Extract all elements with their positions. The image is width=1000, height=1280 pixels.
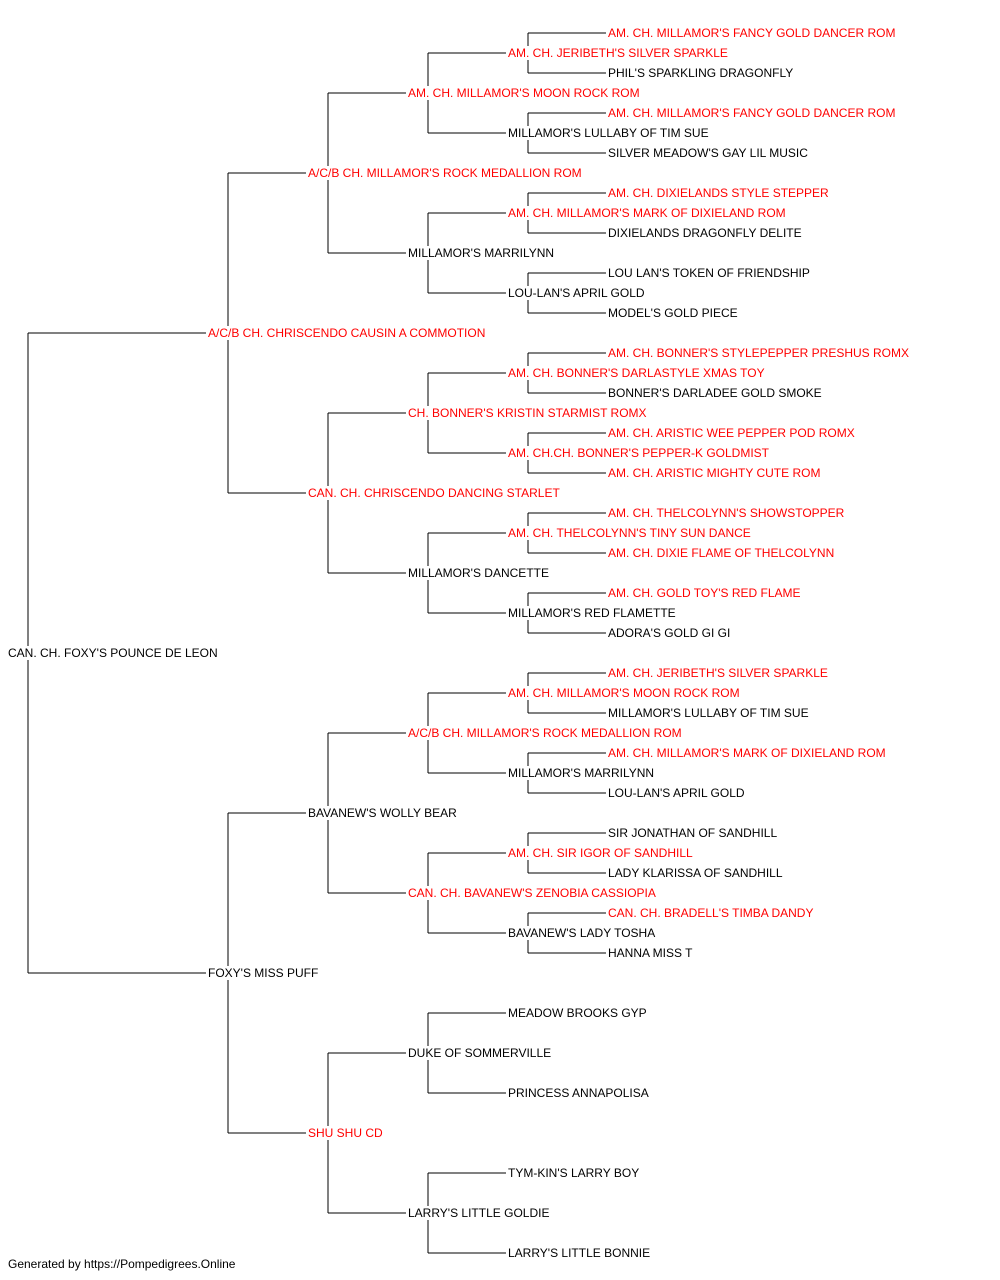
pedigree-name-gen6-13: AM. CH. THELCOLYNN'S SHOWSTOPPER — [607, 506, 846, 520]
pedigree-name-gen4-2: MILLAMOR'S MARRILYNN — [407, 246, 556, 260]
pedigree-name-gen6-19: AM. CH. MILLAMOR'S MARK OF DIXIELAND ROM — [607, 746, 887, 760]
pedigree-name-gen6-3: AM. CH. MILLAMOR'S FANCY GOLD DANCER ROM — [607, 106, 897, 120]
pedigree-name-gen5-10: MILLAMOR'S MARRILYNN — [507, 766, 656, 780]
pedigree-name-gen6-22: LADY KLARISSA OF SANDHILL — [607, 866, 784, 880]
pedigree-name-gen6-18: MILLAMOR'S LULLABY OF TIM SUE — [607, 706, 810, 720]
pedigree-name-gen6-1: AM. CH. MILLAMOR'S FANCY GOLD DANCER ROM — [607, 26, 897, 40]
pedigree-name-gen5-4: LOU-LAN'S APRIL GOLD — [507, 286, 646, 300]
pedigree-name-gen5-12: BAVANEW'S LADY TOSHA — [507, 926, 657, 940]
pedigree-name-gen2-2: FOXY'S MISS PUFF — [207, 966, 320, 980]
pedigree-name-gen1-1: CAN. CH. FOXY'S POUNCE DE LEON — [7, 646, 219, 660]
pedigree-name-gen5-11: AM. CH. SIR IGOR OF SANDHILL — [507, 846, 694, 860]
pedigree-name-gen4-3: CH. BONNER'S KRISTIN STARMIST ROMX — [407, 406, 648, 420]
pedigree-name-gen5-15: TYM-KIN'S LARRY BOY — [507, 1166, 641, 1180]
pedigree-name-gen3-3: BAVANEW'S WOLLY BEAR — [307, 806, 458, 820]
pedigree-name-gen4-8: LARRY'S LITTLE GOLDIE — [407, 1206, 551, 1220]
pedigree-name-gen4-7: DUKE OF SOMMERVILLE — [407, 1046, 553, 1060]
pedigree-name-gen5-8: MILLAMOR'S RED FLAMETTE — [507, 606, 677, 620]
pedigree-name-gen4-1: AM. CH. MILLAMOR'S MOON ROCK ROM — [407, 86, 641, 100]
pedigree-name-gen5-16: LARRY'S LITTLE BONNIE — [507, 1246, 652, 1260]
pedigree-name-gen5-5: AM. CH. BONNER'S DARLASTYLE XMAS TOY — [507, 366, 766, 380]
pedigree-name-gen6-9: AM. CH. BONNER'S STYLEPEPPER PRESHUS ROM… — [607, 346, 911, 360]
pedigree-name-gen6-6: DIXIELANDS DRAGONFLY DELITE — [607, 226, 803, 240]
pedigree-name-gen6-12: AM. CH. ARISTIC MIGHTY CUTE ROM — [607, 466, 822, 480]
pedigree-name-gen5-14: PRINCESS ANNAPOLISA — [507, 1086, 650, 1100]
pedigree-name-gen5-1: AM. CH. JERIBETH'S SILVER SPARKLE — [507, 46, 729, 60]
pedigree-name-gen6-16: ADORA'S GOLD GI GI — [607, 626, 732, 640]
pedigree-name-gen6-24: HANNA MISS T — [607, 946, 694, 960]
generated-by-footer: Generated by https://Pompedigrees.Online — [8, 1257, 236, 1271]
pedigree-name-gen5-2: MILLAMOR'S LULLABY OF TIM SUE — [507, 126, 710, 140]
pedigree-name-gen6-21: SIR JONATHAN OF SANDHILL — [607, 826, 779, 840]
pedigree-name-gen2-1: A/C/B CH. CHRISCENDO CAUSIN A COMMOTION — [207, 326, 487, 340]
pedigree-name-gen6-4: SILVER MEADOW'S GAY LIL MUSIC — [607, 146, 809, 160]
pedigree-name-gen6-10: BONNER'S DARLADEE GOLD SMOKE — [607, 386, 823, 400]
pedigree-name-gen5-3: AM. CH. MILLAMOR'S MARK OF DIXIELAND ROM — [507, 206, 787, 220]
pedigree-name-gen5-13: MEADOW BROOKS GYP — [507, 1006, 648, 1020]
pedigree-name-gen6-7: LOU LAN'S TOKEN OF FRIENDSHIP — [607, 266, 811, 280]
pedigree-name-gen6-14: AM. CH. DIXIE FLAME OF THELCOLYNN — [607, 546, 836, 560]
pedigree-name-gen5-9: AM. CH. MILLAMOR'S MOON ROCK ROM — [507, 686, 741, 700]
pedigree-name-gen6-5: AM. CH. DIXIELANDS STYLE STEPPER — [607, 186, 830, 200]
pedigree-name-gen6-17: AM. CH. JERIBETH'S SILVER SPARKLE — [607, 666, 829, 680]
pedigree-name-gen5-7: AM. CH. THELCOLYNN'S TINY SUN DANCE — [507, 526, 752, 540]
pedigree-name-gen4-5: A/C/B CH. MILLAMOR'S ROCK MEDALLION ROM — [407, 726, 683, 740]
pedigree-name-gen6-2: PHIL'S SPARKLING DRAGONFLY — [607, 66, 795, 80]
pedigree-name-gen3-4: SHU SHU CD — [307, 1126, 384, 1140]
pedigree-name-gen6-20: LOU-LAN'S APRIL GOLD — [607, 786, 746, 800]
pedigree-name-gen6-8: MODEL'S GOLD PIECE — [607, 306, 739, 320]
pedigree-name-gen6-23: CAN. CH. BRADELL'S TIMBA DANDY — [607, 906, 815, 920]
pedigree-name-gen3-1: A/C/B CH. MILLAMOR'S ROCK MEDALLION ROM — [307, 166, 583, 180]
pedigree-name-gen4-4: MILLAMOR'S DANCETTE — [407, 566, 550, 580]
pedigree-name-gen3-2: CAN. CH. CHRISCENDO DANCING STARLET — [307, 486, 561, 500]
pedigree-name-gen6-11: AM. CH. ARISTIC WEE PEPPER POD ROMX — [607, 426, 856, 440]
pedigree-name-gen5-6: AM. CH.CH. BONNER'S PEPPER-K GOLDMIST — [507, 446, 770, 460]
pedigree-name-gen6-15: AM. CH. GOLD TOY'S RED FLAME — [607, 586, 802, 600]
pedigree-name-gen4-6: CAN. CH. BAVANEW'S ZENOBIA CASSIOPIA — [407, 886, 657, 900]
